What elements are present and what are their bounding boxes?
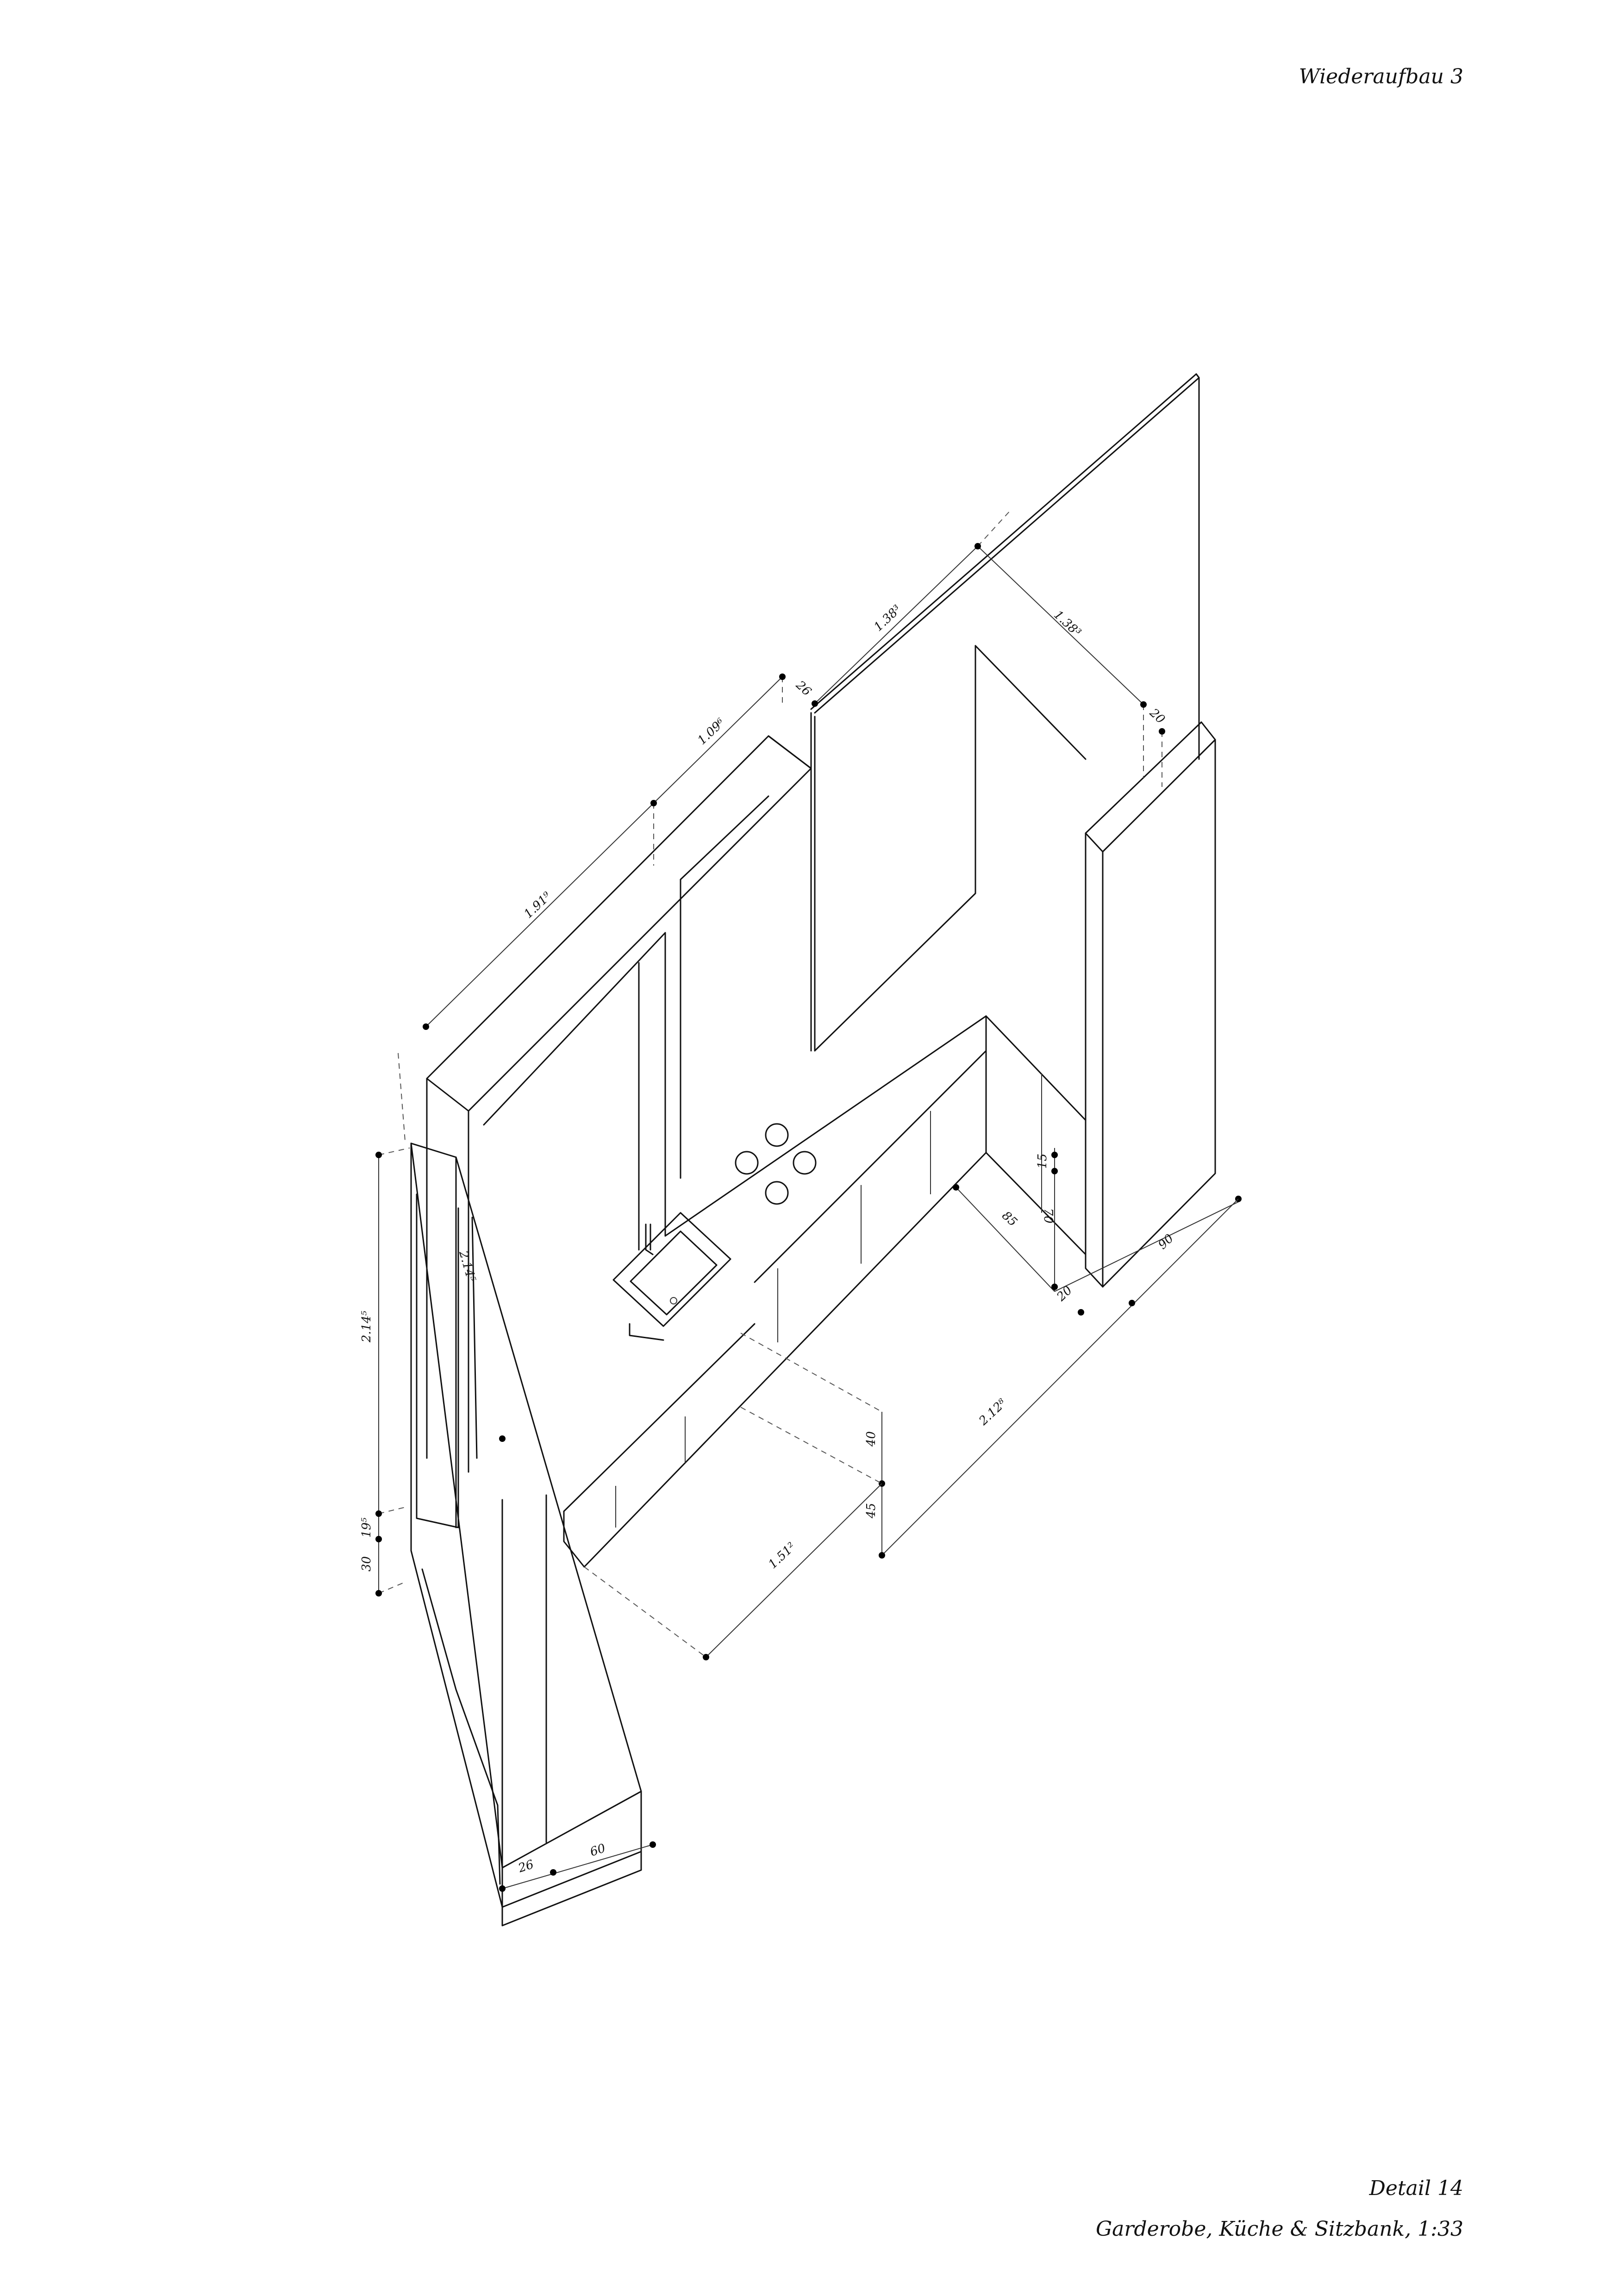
dim-label-19: 19⁵ (360, 1517, 374, 1538)
drawing-caption: Garderobe, Küche & Sitzbank, 1:33 (1096, 2217, 1463, 2241)
dim-label-40: 40 (864, 1431, 878, 1447)
dim-label-26-bottom: 26 (516, 1858, 536, 1876)
dim-label-90: 90 (1156, 1232, 1176, 1253)
dim-label-60: 60 (588, 1841, 607, 1859)
dim-label-26-top: 26 (793, 678, 813, 698)
dim-label-151: 1.51² (766, 1540, 798, 1572)
dim-label-85: 85 (999, 1209, 1020, 1229)
dim-label-30: 30 (360, 1556, 374, 1572)
dim-label-45: 45 (864, 1503, 878, 1519)
page-title: Wiederaufbau 3 (1299, 65, 1463, 88)
dim-label-138-b: 1.38³ (1051, 608, 1083, 640)
dim-label-109: 1.09⁶ (695, 716, 727, 748)
drawing-linework (410, 373, 1216, 1927)
dim-label-212: 2.12⁸ (976, 1396, 1010, 1428)
dimension-labels: 1.91⁹ 1.09⁶ 26 1.38³ 1.38³ 20 2.14⁵ 2.14… (360, 603, 1176, 1876)
dim-label-214-left: 2.14⁵ (360, 1310, 374, 1343)
dimension-lines (375, 509, 1242, 1892)
detail-number: Detail 14 (1369, 2177, 1463, 2200)
dim-label-214-panel: 2.14⁵ (456, 1249, 478, 1284)
dim-label-20-top: 20 (1146, 705, 1167, 726)
dim-label-15: 15 (1036, 1154, 1049, 1169)
dim-label-138-a: 1.38³ (871, 603, 904, 635)
dim-label-70: 70 (1041, 1208, 1055, 1223)
